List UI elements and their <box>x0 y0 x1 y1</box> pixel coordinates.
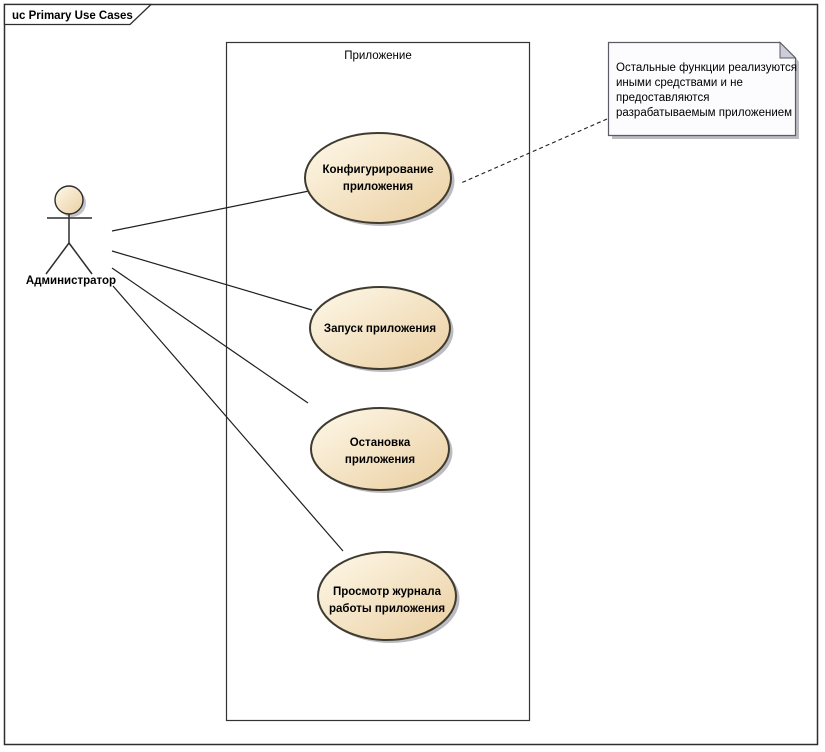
use-case-label-line-2: приложения <box>343 181 413 193</box>
association-actor-stop[interactable] <box>111 267 309 404</box>
use-case-label-line-1: Запуск приложения <box>324 323 436 335</box>
actor-head <box>54 185 84 215</box>
association-actor-view-log[interactable] <box>112 285 344 552</box>
use-case-start-application[interactable]: Запуск приложения <box>309 286 454 372</box>
use-case-label-line-1: Конфигурирование <box>322 164 433 176</box>
use-case-label-line-1: Остановка <box>350 437 411 449</box>
note-text-line-2: иными средствами и не <box>616 77 743 89</box>
note-text-line-1: Остальные функции реализуются <box>616 62 797 74</box>
actor-leg-left <box>45 242 70 275</box>
use-case-label-line-2: приложения <box>345 454 415 466</box>
actor-administrator[interactable]: Администратор <box>26 185 116 287</box>
frame-tab-label: uc Primary Use Cases <box>12 10 133 22</box>
note-fold-icon <box>779 41 797 59</box>
use-case-label-line-2: работы приложения <box>329 603 445 615</box>
note-body <box>607 41 797 137</box>
use-case-configure-application[interactable]: Конфигурирование приложения <box>304 132 455 226</box>
use-case-ellipse <box>309 286 451 370</box>
use-case-stop-application[interactable]: Остановка приложения <box>310 407 453 493</box>
system-boundary-label: Приложение <box>344 50 411 62</box>
association-actor-start[interactable] <box>111 250 313 311</box>
note[interactable]: Остальные функции реализуются иными сред… <box>607 41 800 140</box>
use-case-ellipse <box>304 132 452 224</box>
note-text-line-3: предоставляются <box>616 92 709 104</box>
use-case-ellipse <box>317 551 457 641</box>
actor-label: Администратор <box>26 275 116 287</box>
note-text-line-4: разрабатываемым приложением <box>616 107 792 119</box>
note-link-dashed-line[interactable] <box>460 118 608 184</box>
frame-tab <box>3 3 153 26</box>
use-case-view-application-log[interactable]: Просмотр журнала работы приложения <box>317 551 460 643</box>
actor-leg-right <box>68 242 93 275</box>
use-case-label-line-1: Просмотр журнала <box>333 586 442 598</box>
use-case-ellipse <box>310 407 450 491</box>
association-actor-configure[interactable] <box>111 190 310 232</box>
